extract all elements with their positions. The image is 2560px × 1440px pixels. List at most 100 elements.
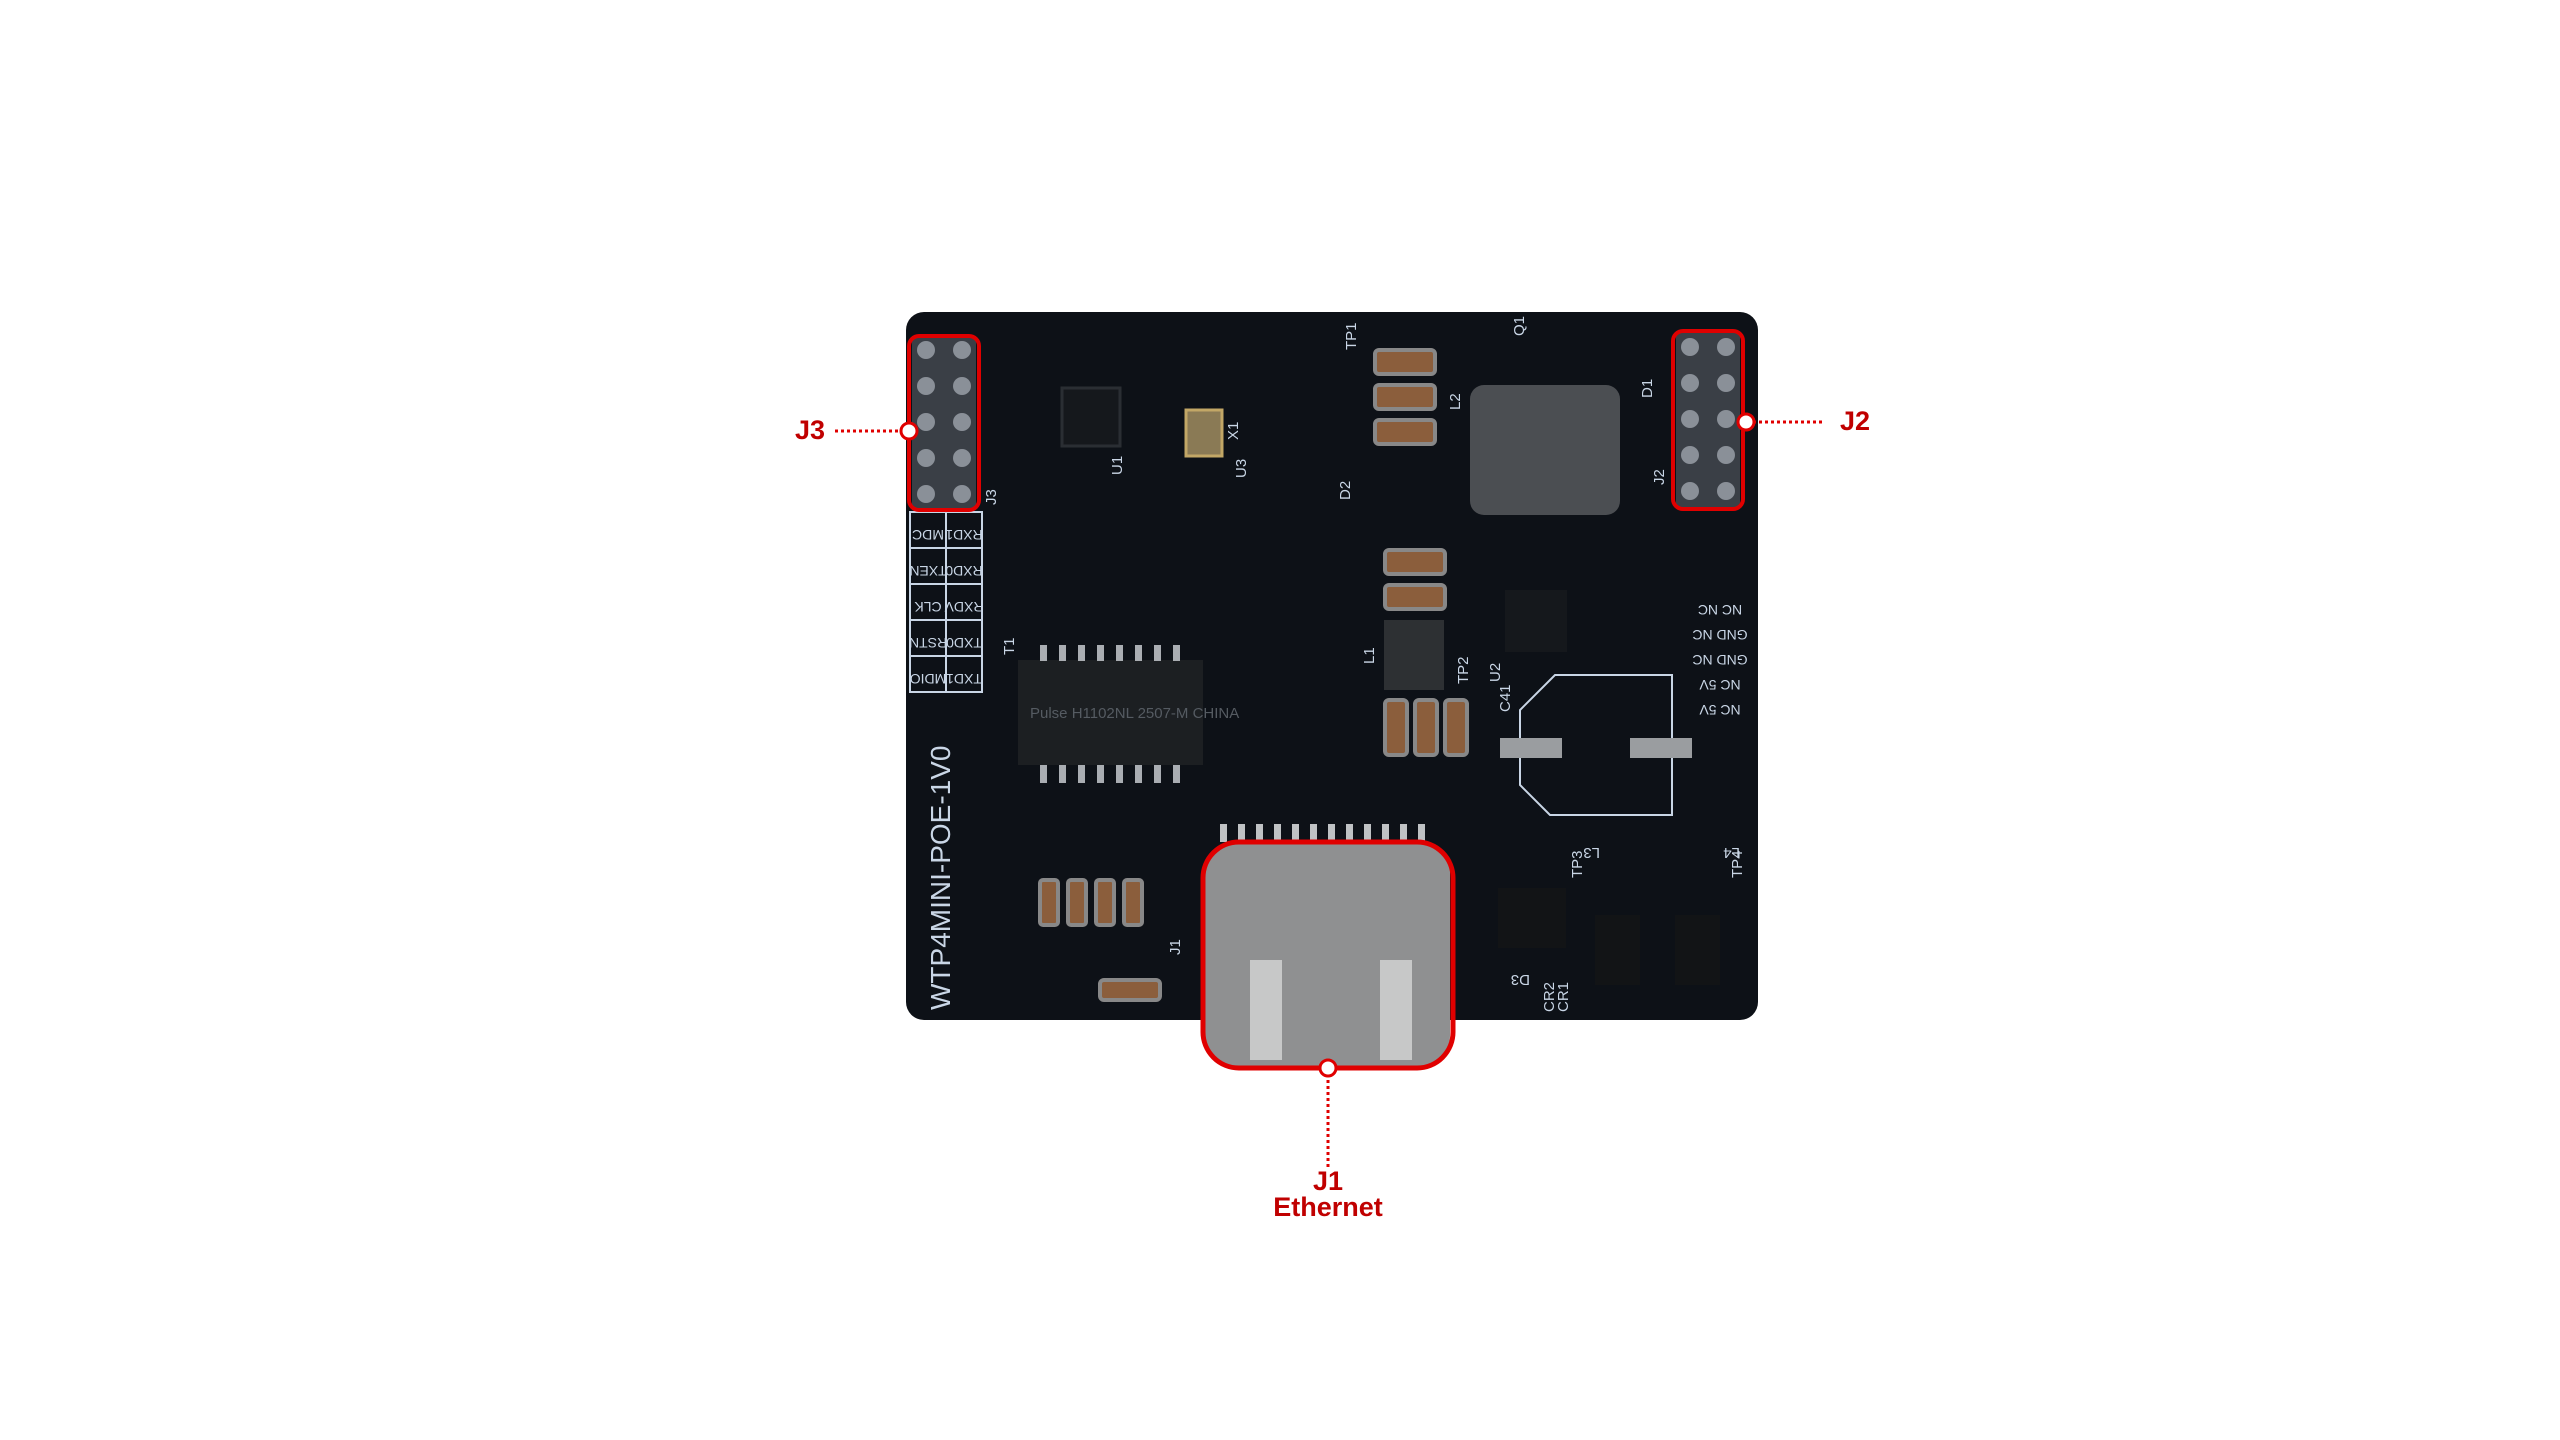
- header-pin: [1717, 482, 1735, 500]
- ethernet-pin: [1220, 824, 1227, 842]
- designator-c41: C41: [1497, 684, 1514, 712]
- header-pin: [1681, 446, 1699, 464]
- transformer-pin: [1040, 765, 1047, 783]
- anchor-dot-j1: [1318, 1058, 1338, 1078]
- pin-label: RXD0: [945, 563, 983, 579]
- chip-u1: [1060, 386, 1122, 448]
- ethernet-pin: [1328, 824, 1335, 842]
- designator-tp2: TP2: [1455, 656, 1472, 684]
- transformer-pin: [1097, 765, 1104, 783]
- header-pin: [1681, 482, 1699, 500]
- power-pin-label: NC NC: [1698, 602, 1742, 618]
- header-pin: [1681, 338, 1699, 356]
- ethernet-pin: [1346, 824, 1353, 842]
- power-pin-label: NC 5V: [1699, 702, 1741, 718]
- callout-j3-label: J3: [794, 415, 826, 445]
- capacitor-c28: [1098, 978, 1162, 1002]
- designator-l2: L2: [1447, 393, 1464, 410]
- transformer-pin: [1154, 765, 1161, 783]
- ethernet-pin: [1418, 824, 1425, 842]
- transformer-pin: [1135, 645, 1142, 661]
- header-pin: [953, 413, 971, 431]
- ethernet-jack-j1: [1205, 824, 1450, 1066]
- chip-u2: [1505, 590, 1567, 652]
- header-pin: [1717, 446, 1735, 464]
- transformer-pin: [1078, 645, 1085, 661]
- capacitor-c41-outline: [1519, 674, 1673, 816]
- transformer-pin: [1059, 645, 1066, 661]
- capacitor: [1373, 383, 1437, 411]
- designator-q1: Q1: [1511, 316, 1528, 336]
- pin-label: RSTN: [909, 635, 947, 651]
- capacitor: [1383, 583, 1447, 611]
- designator-tp3: TP3: [1569, 850, 1586, 878]
- ethernet-pin: [1256, 824, 1263, 842]
- resistor: [1038, 878, 1060, 927]
- pin-label: MDIO: [910, 671, 947, 687]
- pin-label: TXEN: [909, 563, 946, 579]
- designator-d1: D1: [1639, 379, 1656, 398]
- designator-j2: J2: [1651, 469, 1668, 485]
- capacitor: [1373, 348, 1437, 376]
- designator-t1: T1: [1001, 637, 1018, 655]
- power-pin-label: GND NC: [1692, 652, 1747, 668]
- transformer-pin: [1097, 645, 1104, 661]
- power-pin-label: GND NC: [1692, 627, 1747, 643]
- diode-cr1: [1595, 915, 1640, 985]
- designator-j1: J1: [1167, 939, 1184, 955]
- resistor: [1122, 878, 1144, 927]
- header-pin: [1717, 374, 1735, 392]
- power-pin-label: NC 5V: [1699, 677, 1741, 693]
- resistor: [1094, 878, 1116, 927]
- transformer-pin: [1040, 645, 1047, 661]
- resistor: [1066, 878, 1088, 927]
- header-pin: [1681, 410, 1699, 428]
- transformer-pin: [1116, 645, 1123, 661]
- designator-j3: J3: [983, 489, 1000, 505]
- header-pin: [917, 449, 935, 467]
- pin-label: RXDV: [944, 599, 984, 615]
- designator-labels: J3 J2 J1 T1 U1 U2 U3 X1 L1 L2 D1 D2 D3 Q…: [983, 316, 1746, 1012]
- transformer-pin: [1154, 645, 1161, 661]
- transformer-pin: [1078, 765, 1085, 783]
- crystal-x1: [1184, 408, 1224, 458]
- designator-u1: U1: [1109, 456, 1126, 475]
- designator-d3: D3: [1511, 971, 1530, 988]
- capacitor: [1413, 698, 1439, 757]
- callout-j1-sublabel: Ethernet: [1273, 1192, 1383, 1222]
- capacitor: [1443, 698, 1469, 757]
- header-j2: [1676, 333, 1740, 507]
- callout-j1-label: J1 Ethernet: [1228, 1166, 1428, 1222]
- designator-u3: U3: [1233, 459, 1250, 478]
- header-j3: [912, 338, 976, 508]
- designator-d2: D2: [1337, 481, 1354, 500]
- header-pin: [917, 485, 935, 503]
- transformer-pin: [1173, 645, 1180, 661]
- designator-l4: L4: [1723, 844, 1740, 861]
- ethernet-pin: [1310, 824, 1317, 842]
- header-pin: [953, 377, 971, 395]
- callout-j2-label: J2: [1839, 406, 1871, 436]
- designator-l3: L3: [1583, 844, 1600, 861]
- pin-label: MDC: [912, 527, 944, 543]
- ethernet-pin: [1364, 824, 1371, 842]
- capacitor: [1383, 548, 1447, 576]
- ethernet-pin: [1292, 824, 1299, 842]
- transformer-pin: [1116, 765, 1123, 783]
- designator-tp1: TP1: [1343, 322, 1360, 350]
- header-pin: [917, 413, 935, 431]
- header-pin: [953, 485, 971, 503]
- header-pin: [917, 341, 935, 359]
- transformer-pin: [1059, 765, 1066, 783]
- transformer-pin: [1173, 765, 1180, 783]
- ethernet-pin: [1274, 824, 1281, 842]
- designator-x1: X1: [1225, 422, 1242, 440]
- callout-j1-title: J1: [1312, 1166, 1344, 1196]
- diode-d3: [1498, 888, 1566, 948]
- transformer-t1: [1018, 645, 1203, 783]
- pin-label: TXD1: [946, 671, 982, 687]
- header-pin: [953, 341, 971, 359]
- pin-label: CLK: [914, 599, 942, 615]
- inductor-l2: [1470, 385, 1620, 515]
